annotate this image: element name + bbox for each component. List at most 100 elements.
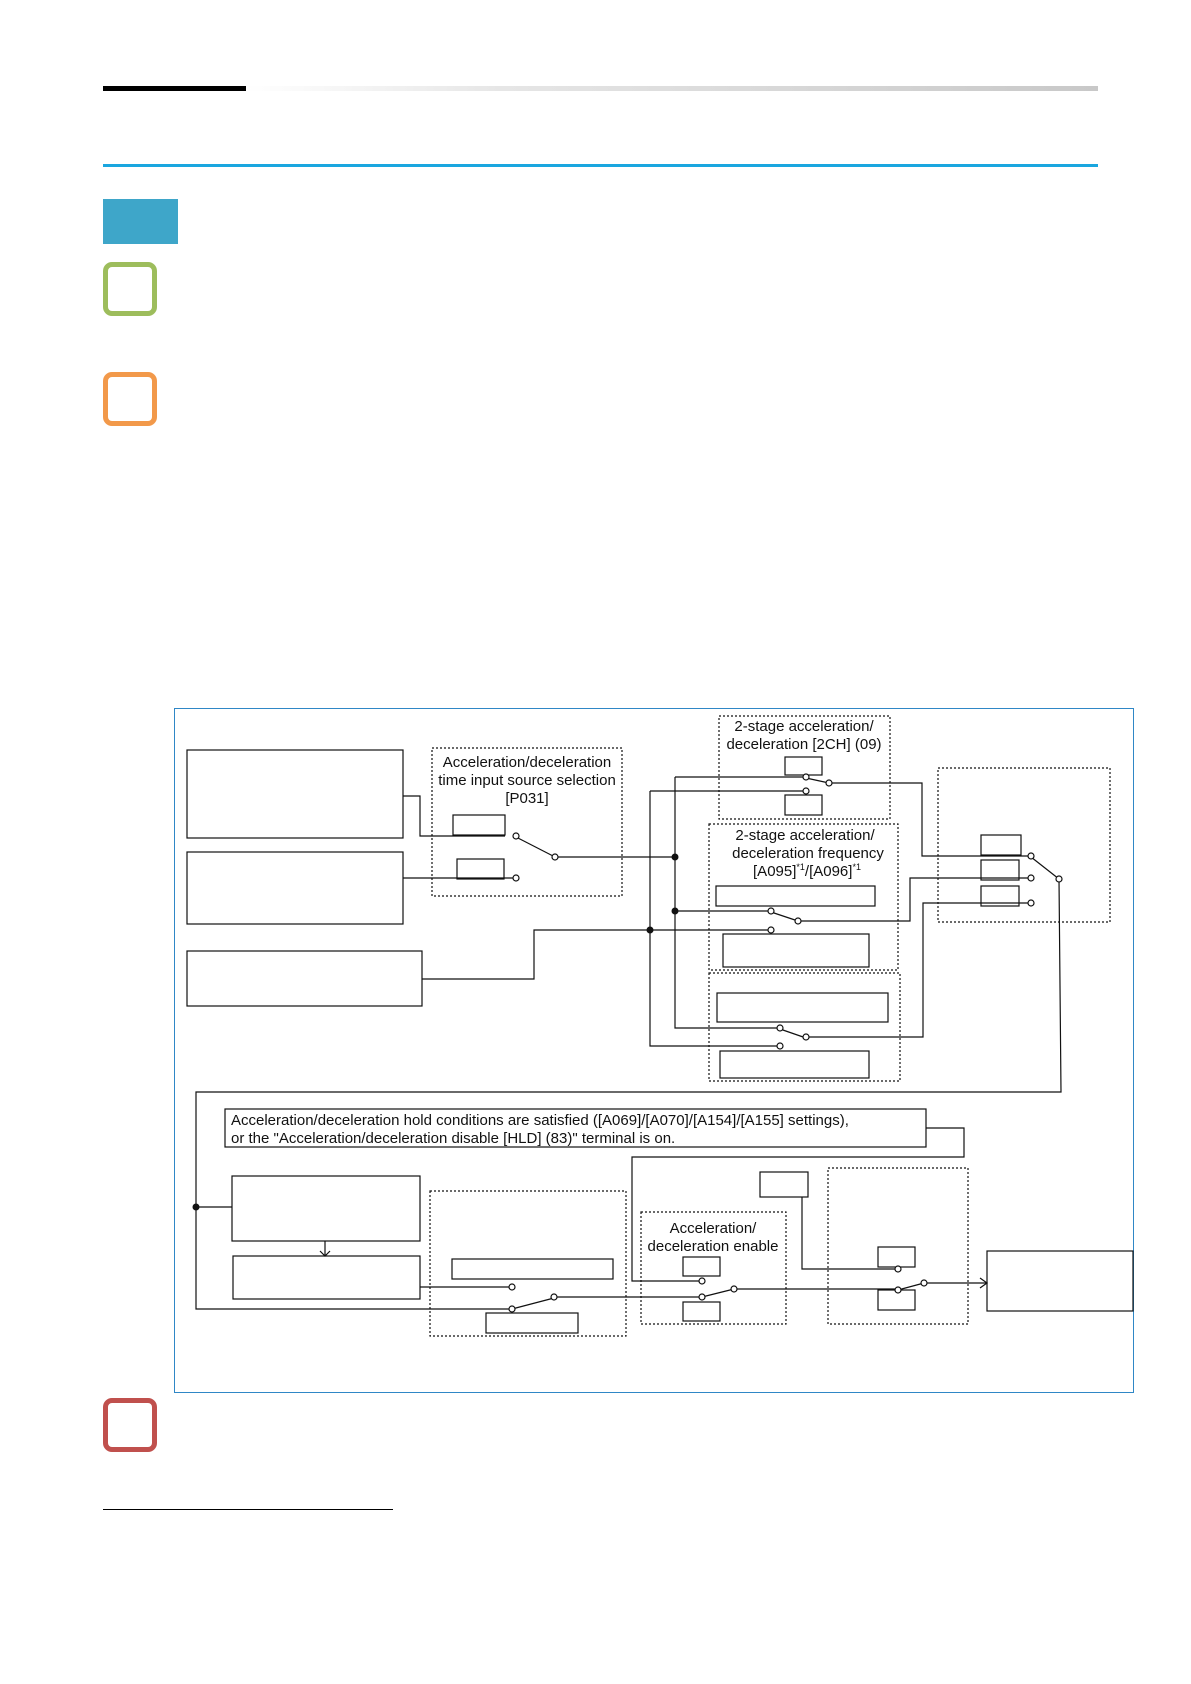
contact xyxy=(894,1286,902,1294)
junction xyxy=(671,907,679,915)
enable-box-2 xyxy=(682,1301,721,1322)
title-rule xyxy=(103,164,1098,167)
contact xyxy=(551,853,559,861)
header-bar-gradient xyxy=(246,86,1098,91)
contact xyxy=(802,1033,810,1041)
wire xyxy=(674,777,780,1029)
bottom-left-box-2 xyxy=(232,1255,421,1300)
frequency-box-2 xyxy=(722,933,870,968)
enable-box-1 xyxy=(682,1256,721,1277)
bottom-box-2 xyxy=(485,1312,579,1334)
contact xyxy=(1055,875,1063,883)
enable-group xyxy=(640,1211,787,1325)
source-box-3 xyxy=(186,950,423,1007)
contact xyxy=(698,1277,706,1285)
right-box-2 xyxy=(980,859,1020,881)
hold-conditions-label-1: Acceleration/deceleration hold condition… xyxy=(231,1112,849,1129)
2ch-box-2 xyxy=(784,794,823,816)
two-stage-2ch-group xyxy=(718,715,891,820)
output-select-group xyxy=(827,1167,969,1325)
contact xyxy=(1027,874,1035,882)
enable-label-2: deceleration enable xyxy=(648,1238,779,1255)
source-box-1 xyxy=(186,749,404,839)
footnote-mark: *1 xyxy=(852,862,861,872)
contact xyxy=(767,926,775,934)
junction xyxy=(671,853,679,861)
switch-blade xyxy=(701,1288,735,1298)
frequency-label-3: [A095]*1/[A096]*1 xyxy=(753,862,861,880)
contact xyxy=(802,773,810,781)
wire xyxy=(403,795,505,837)
frequency-label-1: 2-stage acceleration/ xyxy=(735,827,875,844)
frequency-label-2: deceleration frequency xyxy=(732,845,884,862)
switch-blade xyxy=(511,1297,555,1310)
output-box xyxy=(986,1250,1134,1312)
lower-box-1 xyxy=(716,992,889,1023)
contact xyxy=(730,1285,738,1293)
bottom-select-group xyxy=(429,1190,627,1337)
top-small-box xyxy=(759,1171,809,1198)
contact xyxy=(512,832,520,840)
two-stage-2ch-label-1: 2-stage acceleration/ xyxy=(734,718,874,735)
right-box-3 xyxy=(980,885,1020,907)
lower-box-2 xyxy=(719,1050,870,1079)
contact xyxy=(550,1293,558,1301)
wire xyxy=(798,877,1031,922)
junction xyxy=(192,1203,200,1211)
wire xyxy=(806,902,1031,1038)
diagram-frame xyxy=(174,708,1134,1393)
red-square-icon xyxy=(103,1398,157,1452)
footnote-mark: *1 xyxy=(796,862,805,872)
switch-blade xyxy=(779,1028,807,1039)
section-marker-block xyxy=(103,199,178,244)
orange-square-icon xyxy=(103,372,157,426)
switch-blade xyxy=(770,911,799,922)
frequency-box-1 xyxy=(715,885,876,907)
contact xyxy=(1027,899,1035,907)
footnote-rule xyxy=(103,1509,393,1510)
wire xyxy=(195,878,1062,1310)
switch-blade xyxy=(897,1282,925,1291)
contact xyxy=(508,1283,516,1291)
2ch-box-1 xyxy=(784,756,823,776)
bottom-box-1 xyxy=(451,1258,614,1280)
contact xyxy=(698,1293,706,1301)
bottom-left-box-1 xyxy=(231,1175,421,1242)
two-stage-2ch-label-2: deceleration [2CH] (09) xyxy=(726,736,881,753)
wire xyxy=(801,1197,898,1270)
p031-label-3: [P031] xyxy=(505,790,548,807)
arrow-down-icon xyxy=(319,1250,331,1257)
source-box-2 xyxy=(186,851,404,925)
enable-label-1: Acceleration/ xyxy=(670,1220,758,1237)
contact xyxy=(794,917,802,925)
hold-conditions-label-2: or the "Acceleration/deceleration disabl… xyxy=(231,1130,675,1147)
right-select-group xyxy=(937,767,1111,923)
junction xyxy=(646,926,654,934)
switch-blade xyxy=(805,777,830,784)
switch-blade xyxy=(1030,856,1060,880)
contact xyxy=(825,779,833,787)
switch-blade xyxy=(515,836,556,858)
green-square-icon xyxy=(103,262,157,316)
wire xyxy=(422,929,771,980)
p031-box-2 xyxy=(456,858,505,880)
wire xyxy=(829,782,1031,857)
two-stage-frequency-group xyxy=(708,823,899,971)
frequency-a095: [A095] xyxy=(753,863,796,880)
contact xyxy=(920,1279,928,1287)
output-box-1 xyxy=(877,1246,916,1268)
contact xyxy=(776,1042,784,1050)
right-box-1 xyxy=(980,834,1022,856)
p031-label-1: Acceleration/deceleration xyxy=(443,754,611,771)
frequency-a096: /[A096] xyxy=(805,863,853,880)
contact xyxy=(508,1305,516,1313)
contact xyxy=(512,874,520,882)
lower-select-group xyxy=(708,972,901,1082)
contact xyxy=(802,787,810,795)
arrow-right-icon xyxy=(979,1277,989,1289)
contact xyxy=(1027,852,1035,860)
p031-label-2: time input source selection xyxy=(438,772,616,789)
contact xyxy=(767,907,775,915)
contact xyxy=(894,1265,902,1273)
